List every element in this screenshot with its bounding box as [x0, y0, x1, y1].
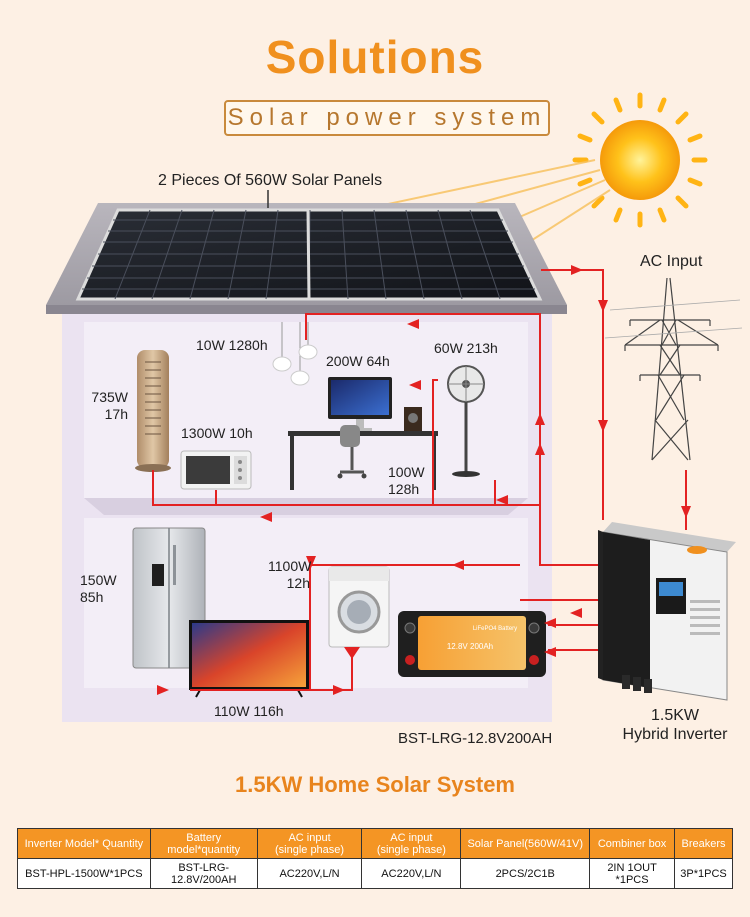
tv-icon — [189, 620, 309, 698]
cell-battery: BST-LRG-12.8V/200AH — [149, 858, 258, 889]
cell-ac-input-1: AC220V,L/N — [256, 858, 363, 889]
cell-breakers: 3P*1PCS — [674, 858, 733, 889]
system-title: 1.5KW Home Solar System — [235, 772, 515, 797]
heater-label: 735W 17h — [91, 389, 128, 422]
flow-arrows — [157, 265, 691, 695]
computer-label: 200W 64h — [326, 353, 390, 369]
cell-ac-input-2: AC220V,L/N — [361, 858, 462, 889]
speaker-label: 100W 128h — [388, 464, 425, 497]
cell-inverter: BST-HPL-1500W*1PCS — [17, 858, 151, 889]
cell-combiner-box: 2IN 1OUT *1PCS — [589, 858, 675, 889]
spec-table-header-row: Inverter Model* Quantity Battery model*q… — [17, 828, 733, 859]
inverter-label: 1.5KW Hybrid Inverter — [622, 707, 728, 743]
header-solar-panel: Solar Panel(560W/41V) — [460, 828, 591, 859]
power-tower-icon — [604, 277, 743, 461]
table-row: BST-HPL-1500W*1PCS BST-LRG-12.8V/200AH A… — [17, 858, 733, 889]
lights-label: 10W 1280h — [196, 337, 268, 353]
header-inverter: Inverter Model* Quantity — [17, 828, 151, 859]
header-ac-input-2: AC input (single phase) — [361, 828, 462, 859]
battery-brand-text: LiFePO4 Battery — [473, 626, 517, 632]
ac-input-label: AC Input — [640, 253, 703, 270]
fan-label: 60W 213h — [434, 340, 498, 356]
ceiling-lights-icon — [272, 322, 318, 386]
desk-computer-icon — [288, 377, 438, 490]
header-breakers: Breakers — [674, 828, 733, 859]
header-ac-input-1: AC input (single phase) — [256, 828, 363, 859]
standing-fan-icon — [447, 365, 485, 477]
washing-machine-icon — [328, 566, 390, 648]
power-wires — [152, 269, 687, 691]
subtitle-banner: Solar power system — [224, 100, 550, 136]
tv-label: 110W 116h — [214, 703, 284, 719]
solar-panels-icon — [75, 208, 543, 301]
battery-face-text: 12.8V 200Ah — [447, 642, 493, 651]
header-combiner-box: Combiner box — [589, 828, 675, 859]
battery-icon: 12.8V 200Ah LiFePO4 Battery — [398, 611, 546, 677]
header-battery: Battery model*quantity — [149, 828, 258, 859]
refrigerator-icon — [132, 527, 206, 669]
spec-table: Inverter Model* Quantity Battery model*q… — [17, 828, 733, 889]
cell-solar-panel: 2PCS/2C1B — [460, 858, 591, 889]
hybrid-inverter-icon — [598, 522, 736, 701]
washer-label: 1100W 12h — [268, 558, 312, 591]
fridge-label: 150W 85h — [80, 572, 117, 605]
microwave-icon — [180, 450, 252, 490]
battery-label: BST-LRG-12.8V200AH — [398, 730, 553, 747]
page-title: Solutions — [265, 31, 485, 83]
solar-panels-label: 2 Pieces Of 560W Solar Panels — [158, 172, 383, 189]
microwave-label: 1300W 10h — [181, 425, 253, 441]
tower-heater-icon — [135, 350, 171, 472]
